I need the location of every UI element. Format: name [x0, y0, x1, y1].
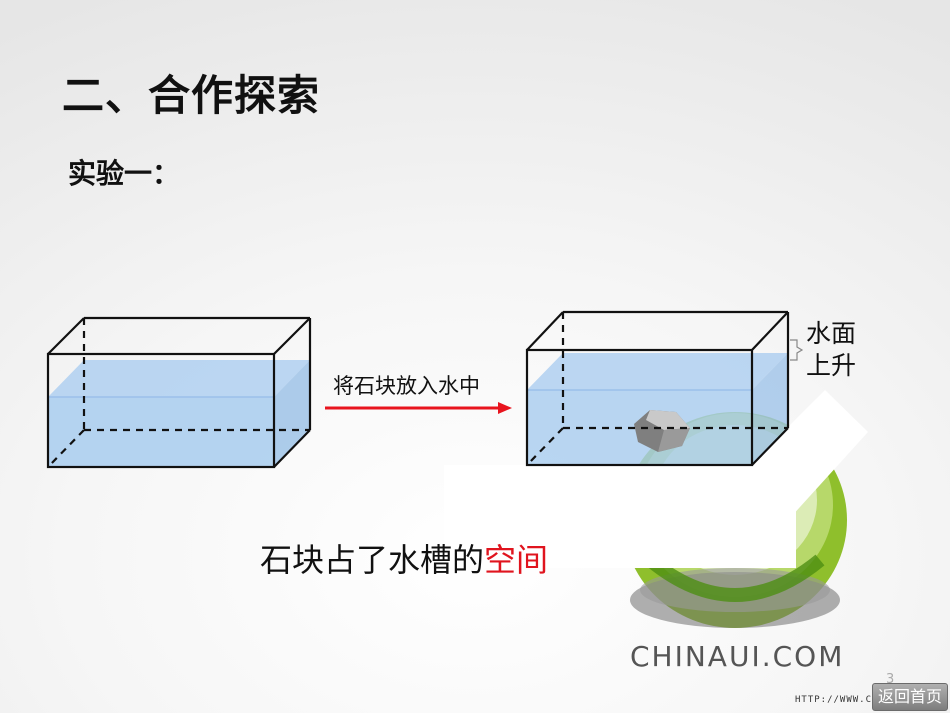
- tank-before: [46, 316, 312, 469]
- stone: [634, 410, 690, 452]
- tank-after: [525, 310, 804, 467]
- transition-arrow: [325, 402, 512, 414]
- conclusion-text: 石块占了水槽的空间: [260, 535, 548, 581]
- white-callout-box: [444, 465, 796, 568]
- water-rise-label: 水面上升: [806, 319, 857, 380]
- footer-url: HTTP://WWW.C: [795, 695, 873, 705]
- experiment-label: 实验一：: [68, 157, 181, 190]
- conclusion-highlight: 空间: [484, 541, 549, 579]
- white-callout-arrow: [745, 390, 868, 518]
- watermark-brand: CHINAUI.COM: [630, 640, 845, 673]
- back-home-button[interactable]: 返回首页: [872, 683, 948, 711]
- conclusion-prefix: 石块占了水槽的: [260, 541, 485, 579]
- arrow-caption: 将石块放入水中: [333, 374, 480, 398]
- slide-number: 3: [886, 672, 895, 687]
- slide-heading: 二、合作探索: [62, 71, 321, 120]
